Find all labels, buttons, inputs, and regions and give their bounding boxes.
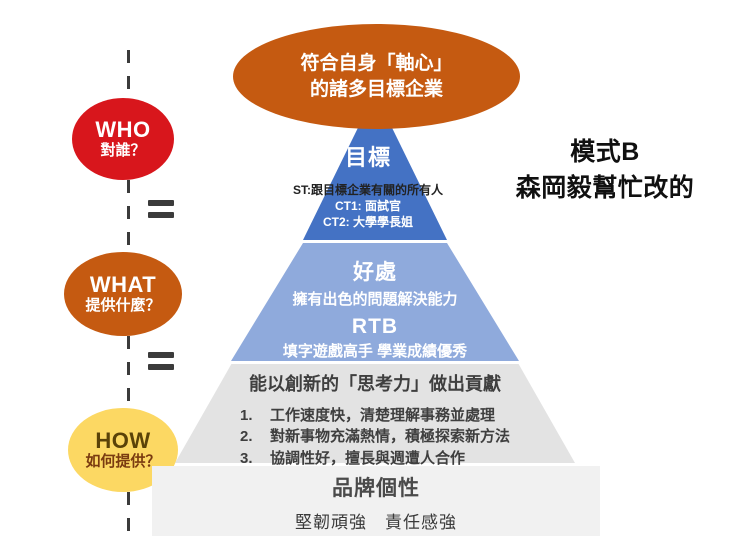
brand-subtitle: 堅韌頑強 責任感強 <box>295 513 457 532</box>
circle-who[interactable]: WHO 對誰？ <box>72 98 174 180</box>
goal-ct2-line: CT2: 大學學長姐 <box>322 215 413 230</box>
benefit-subtitle: 擁有出色的問題解決能力 <box>292 291 458 308</box>
list-item-number: 2. <box>239 428 253 446</box>
contribution-title: 能以創新的「思考力」做出貢獻 <box>249 374 501 394</box>
list-item: 1. 工作速度快，清楚理解事務並處理 <box>240 405 510 426</box>
benefit-text-group: 好處 擁有出色的問題解決能力 RTB 填字遊戲高手 學業成績優秀 <box>215 256 535 361</box>
diagram-heading: 模式B 森岡毅幫忙改的 <box>480 135 730 206</box>
list-item-text: 工作速度快，清楚理解事務並處理 <box>269 407 495 424</box>
rtb-subtitle: 填字遊戲高手 學業成績優秀 <box>282 343 468 360</box>
circle-what[interactable]: WHAT 提供什麼？ <box>64 252 182 336</box>
list-item: 3. 協調性好，擅長與週遭人合作 <box>240 448 510 469</box>
circle-who-label-zh: 對誰？ <box>100 142 146 160</box>
brand-title: 品牌個性 <box>332 477 420 500</box>
circle-what-label-zh: 提供什麼？ <box>85 297 161 315</box>
list-item: 2. 對新事物充滿熱情，積極探索新方法 <box>240 426 510 447</box>
rtb-title: RTB <box>351 315 399 338</box>
goal-text-group: 目標 ST:跟目標企業有關的所有人 CT1: 面試官 CT2: 大學學長姐 <box>218 140 518 230</box>
benefit-title: 好處 <box>353 261 397 284</box>
circle-how-label-zh: 如何提供？ <box>85 453 161 471</box>
pyramid-band-brand <box>152 466 600 536</box>
equals-sign-icon-2 <box>148 352 174 374</box>
diagram-heading-line-2: 森岡毅幫忙改的 <box>515 173 695 202</box>
list-item-number: 1. <box>239 407 253 424</box>
contribution-list: 1. 工作速度快，清楚理解事務並處理 2. 對新事物充滿熱情，積極探索新方法 3… <box>240 405 510 469</box>
contribution-text-group: 能以創新的「思考力」做出貢獻 1. 工作速度快，清楚理解事務並處理 2. 對新事… <box>160 370 590 469</box>
list-item-number: 3. <box>239 449 253 467</box>
goal-title: 目標 <box>344 145 391 170</box>
brand-text-group: 品牌個性 堅韌頑強 責任感強 <box>152 472 600 533</box>
goal-ct1-line: CT1: 面試官 <box>334 199 401 213</box>
target-company-ellipse: 符合自身「軸心」 的諸多目標企業 <box>233 24 520 129</box>
ellipse-line-1: 符合自身「軸心」 <box>300 52 453 74</box>
diagram-heading-line-1: 模式B <box>570 138 640 166</box>
ellipse-line-2: 的諸多目標企業 <box>309 78 443 100</box>
pyramid-band-contribution <box>175 364 575 463</box>
circle-what-label-en: WHAT <box>89 271 157 297</box>
goal-st-line: ST:跟目標企業有關的所有人 <box>292 183 443 197</box>
circle-who-label-en: WHO <box>95 116 151 142</box>
list-item-text: 協調性好，擅長與週遭人合作 <box>269 449 465 467</box>
circle-how[interactable]: HOW 如何提供？ <box>68 408 178 492</box>
list-item-text: 對新事物充滿熱情，積極探索新方法 <box>269 428 510 446</box>
equals-sign-icon-1 <box>148 200 174 222</box>
circle-how-label-en: HOW <box>95 427 151 453</box>
